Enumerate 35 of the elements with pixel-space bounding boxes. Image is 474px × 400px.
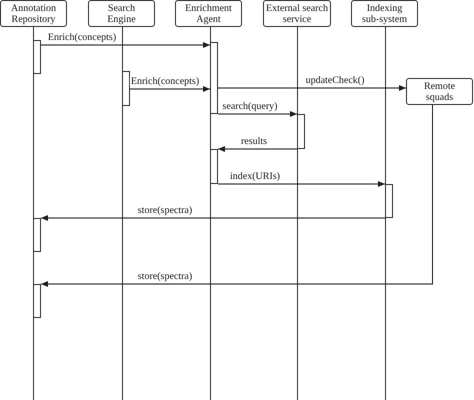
message-arrow xyxy=(218,85,406,91)
message-arrow xyxy=(130,86,210,92)
message-label: updateCheck() xyxy=(304,75,366,86)
activation-bar xyxy=(33,284,41,318)
message-label: store(spectra) xyxy=(136,271,194,282)
message-label: search(query) xyxy=(222,101,278,112)
activation-bar xyxy=(210,149,218,184)
participant-name: Indexing sub-system xyxy=(361,2,408,24)
message-label: Enrich(concepts) xyxy=(46,32,118,43)
activation-bar xyxy=(385,184,393,218)
participant-name: Enrichment Agent xyxy=(184,2,233,24)
participant-name: Search Engine xyxy=(106,2,137,24)
participant-box xyxy=(351,0,418,27)
message-label: Enrich(concepts) xyxy=(130,76,200,87)
message-arrow xyxy=(218,181,386,187)
participant-box xyxy=(406,78,473,105)
participant-name: External search service xyxy=(265,2,329,24)
participant-box xyxy=(175,0,242,27)
activation-bar xyxy=(33,218,41,252)
message-label: results xyxy=(240,136,268,147)
activation-bar xyxy=(33,40,41,74)
message-arrow xyxy=(40,104,433,287)
message-arrow xyxy=(218,111,298,117)
participant-name: Annotation Repository xyxy=(10,2,57,24)
participant-box xyxy=(88,0,155,27)
message-label: index(URIs) xyxy=(229,171,281,182)
activation-bar xyxy=(210,42,218,114)
message-arrow xyxy=(40,215,386,221)
message-arrow xyxy=(40,42,210,48)
participant-box xyxy=(0,0,67,27)
message-arrow xyxy=(218,146,298,152)
activation-bar xyxy=(122,71,130,106)
activation-bar xyxy=(297,114,305,149)
participant-name: Remote squads xyxy=(422,80,456,102)
message-label: store(spectra) xyxy=(136,205,194,216)
